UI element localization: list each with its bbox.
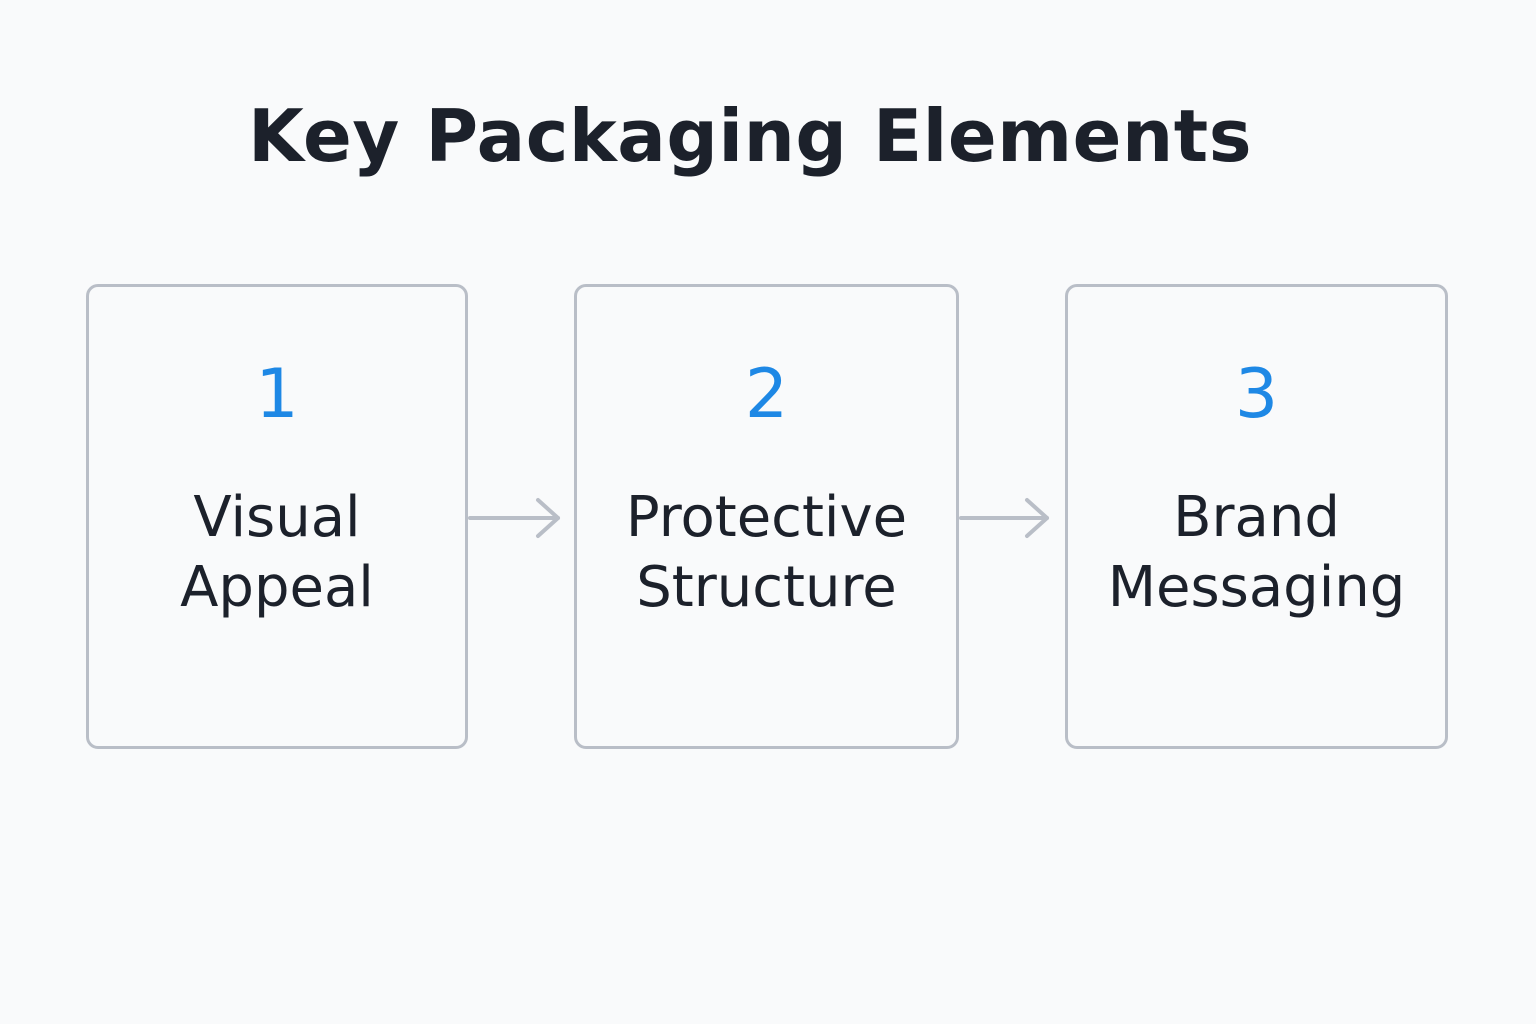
step-number: 2	[744, 355, 789, 434]
page-title: Key Packaging Elements	[247, 94, 1253, 178]
step-number: 3	[1234, 355, 1279, 434]
step-label: Visual Appeal	[89, 483, 465, 623]
arrow-right-icon	[959, 498, 1049, 538]
step-label-line: Messaging	[1107, 555, 1406, 620]
step-label-line: Protective	[625, 485, 908, 550]
step-label-line: Brand	[1173, 485, 1340, 550]
step-number: 1	[255, 355, 299, 434]
step-card-3: 3 Brand Messaging	[1065, 284, 1448, 749]
step-label: Protective Structure	[577, 483, 956, 623]
step-label-line: Appeal	[180, 555, 374, 620]
step-label-line: Visual	[193, 485, 361, 550]
step-label-line: Structure	[636, 555, 897, 620]
step-label: Brand Messaging	[1068, 483, 1445, 623]
arrow-right-icon	[468, 498, 560, 538]
step-card-1: 1 Visual Appeal	[86, 284, 468, 749]
step-card-2: 2 Protective Structure	[574, 284, 959, 749]
